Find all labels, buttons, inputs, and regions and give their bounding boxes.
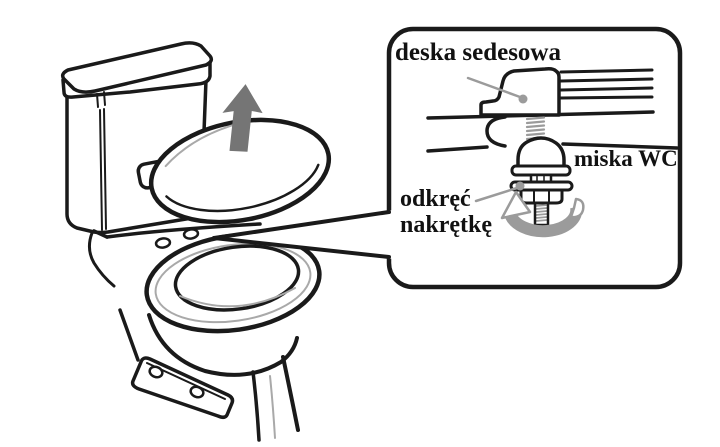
toilet-seat-lifted xyxy=(136,117,332,225)
floor-bolt-cap-left xyxy=(148,365,164,379)
callout-tail xyxy=(212,210,393,259)
gray-pointer-dot xyxy=(515,181,525,191)
toilet-tank-lid xyxy=(60,41,214,108)
dome-cap-brim xyxy=(510,164,572,177)
hex-nut xyxy=(519,188,564,205)
gray-pointer-dot xyxy=(518,94,528,104)
nut-label: odkręć nakrętkę xyxy=(400,186,492,238)
bolt-shaft xyxy=(533,201,550,227)
base-foot-plate xyxy=(130,356,235,420)
floor-bolt-cap-right xyxy=(189,385,205,399)
pointer-nut-label xyxy=(474,181,525,203)
callout-bubble xyxy=(212,26,683,290)
seat-label: deska sedesowa xyxy=(395,39,561,66)
bolt-dome-cap xyxy=(516,136,566,170)
toilet-bowl xyxy=(144,232,322,377)
hinge-detail xyxy=(426,67,679,238)
nut-label-line1: odkręć xyxy=(400,186,471,212)
nut-label-line2: nakrętkę xyxy=(400,212,492,238)
toilet-illustration xyxy=(60,41,332,442)
outlet-pipe xyxy=(281,355,300,432)
bowl-mounting-deck xyxy=(87,222,262,288)
seat-hinge-bracket xyxy=(479,67,561,117)
toilet-base xyxy=(118,308,300,442)
seat-bolt-hole-left xyxy=(154,237,172,249)
rotation-arrow-icon xyxy=(500,190,585,238)
seat-cross-section xyxy=(559,68,654,100)
lift-arrow-icon xyxy=(222,84,263,152)
bowl-edge-curve xyxy=(485,115,507,148)
seat-bolt-hole-right xyxy=(182,228,200,240)
bowl-label: miska WC xyxy=(574,146,678,171)
pointer-seat-label xyxy=(466,76,528,104)
